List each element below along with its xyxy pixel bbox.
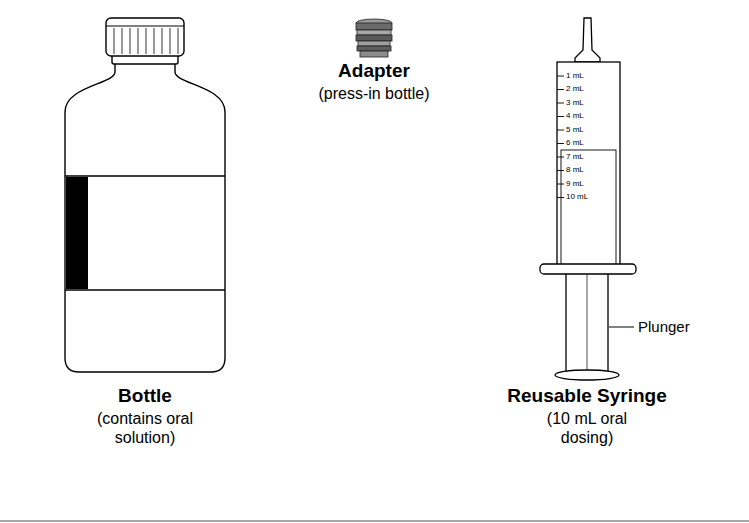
bottom-rule [0, 520, 749, 522]
label-dark-band [66, 177, 88, 289]
plunger-rod [566, 272, 608, 372]
plunger-rod-rib [587, 274, 588, 370]
graduation-mark: 2 mL [566, 85, 584, 94]
graduation-mark: 3 mL [566, 99, 584, 108]
syringe-tip [575, 18, 600, 62]
graduation-mark: 1 mL [566, 72, 584, 81]
adapter-band [358, 41, 390, 46]
bottle-body [65, 62, 225, 372]
syringe-stopper [561, 150, 616, 266]
graduation-mark: 8 mL [566, 166, 584, 175]
part-note: (contains oral solution) [85, 409, 205, 447]
graduation-mark: 6 mL [566, 139, 584, 148]
graduation-mark: 4 mL [566, 112, 584, 121]
adapter-band [357, 46, 391, 51]
part-note: (press-in bottle) [318, 84, 429, 103]
graduation-mark: 9 mL [566, 180, 584, 189]
plunger-end [555, 370, 619, 380]
leader-line [609, 327, 634, 328]
bottle [65, 18, 225, 372]
graduation-ticks [557, 76, 564, 198]
syringe-flange [540, 264, 636, 274]
adapter-band [357, 30, 391, 35]
syringe [540, 18, 636, 380]
adapter-band [360, 51, 388, 57]
graduation-mark: 5 mL [566, 126, 584, 135]
adapter [356, 19, 392, 57]
graduation-mark: 7 mL [566, 153, 584, 162]
label-bottom-edge [65, 289, 225, 290]
part-name: Reusable Syringe [507, 385, 666, 408]
bottle-cap [106, 18, 184, 56]
part-name: Bottle [118, 385, 172, 408]
cap-ridges [114, 28, 178, 54]
graduation-mark: 10 mL [566, 193, 588, 202]
label-top-edge [65, 175, 225, 176]
part-note: (10 mL oral dosing) [535, 409, 639, 447]
syringe-barrel [557, 62, 620, 266]
adapter-band [356, 23, 392, 30]
part-name: Adapter [338, 60, 410, 83]
cap-rim [106, 26, 184, 27]
part-callout: Plunger [638, 318, 690, 336]
adapter-band [356, 35, 392, 41]
